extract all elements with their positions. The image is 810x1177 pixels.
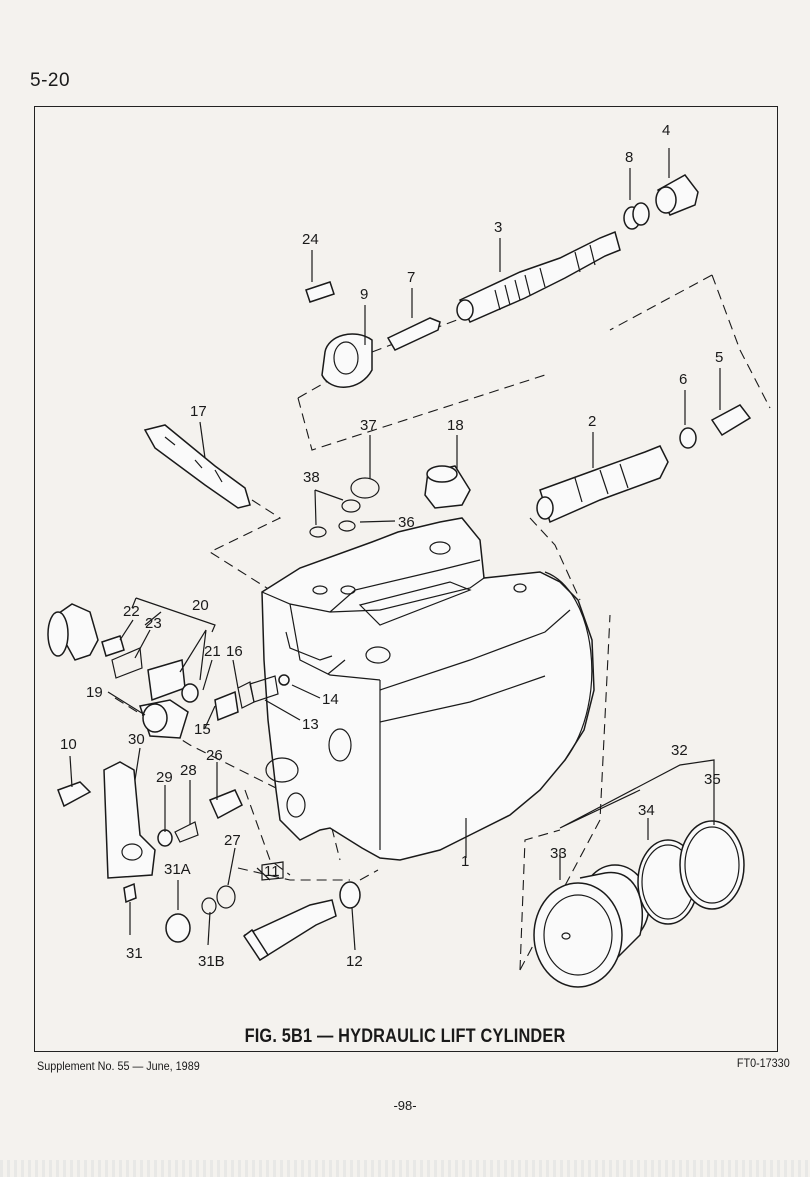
page-label: 5-20	[30, 70, 71, 91]
callout-35: 35	[704, 771, 721, 788]
drawing-id: FT0-17330	[737, 1056, 790, 1070]
small-parts	[47, 174, 752, 962]
callout-15: 15	[194, 721, 211, 738]
callout-1: 1	[461, 853, 469, 870]
callout-13: 13	[302, 716, 319, 733]
callout-14: 14	[322, 691, 339, 708]
callout-36: 36	[398, 514, 415, 531]
callout-16: 16	[226, 643, 243, 660]
callout-18: 18	[447, 417, 464, 434]
callout-5: 5	[715, 349, 723, 366]
spool-valves	[143, 230, 669, 524]
callout-labels: 4 8 3 24 7 9 5 6 17 37 18 2 38 36 20 22 …	[60, 122, 723, 970]
callout-7: 7	[407, 269, 415, 286]
footer-page-number: -98-	[393, 1098, 417, 1113]
callout-30: 30	[128, 731, 145, 748]
callout-27: 27	[224, 832, 241, 849]
callout-6: 6	[679, 371, 687, 388]
piston	[533, 864, 650, 988]
callout-31A: 31A	[164, 861, 191, 878]
callout-34: 34	[638, 802, 655, 819]
callout-37: 37	[360, 417, 377, 434]
figure-frame	[34, 106, 778, 1052]
callout-22: 22	[123, 603, 140, 620]
callout-3: 3	[494, 219, 502, 236]
leader-lines	[69, 148, 721, 951]
callout-17: 17	[190, 403, 207, 420]
callout-31: 31	[126, 945, 143, 962]
callout-31B: 31B	[198, 953, 225, 970]
seal-rings	[637, 820, 745, 925]
figure-title: FIG. 5B1 — HYDRAULIC LIFT CYLINDER	[244, 1026, 566, 1047]
valve-body	[261, 517, 595, 861]
callout-33: 33	[550, 845, 567, 862]
callout-38: 38	[303, 469, 320, 486]
callout-11: 11	[264, 863, 280, 880]
callout-2: 2	[588, 413, 596, 430]
callout-29: 29	[156, 769, 173, 786]
callout-24: 24	[302, 231, 319, 248]
callout-23: 23	[145, 615, 162, 632]
callout-4: 4	[662, 122, 670, 139]
callout-19: 19	[86, 684, 103, 701]
callout-26: 26	[206, 747, 223, 764]
scan-artifact	[0, 1160, 810, 1177]
callout-20: 20	[192, 597, 209, 614]
callout-9: 9	[360, 286, 368, 303]
callout-8: 8	[625, 149, 633, 166]
supplement-note: Supplement No. 55 — June, 1989	[37, 1059, 200, 1073]
callout-28: 28	[180, 762, 197, 779]
callout-12: 12	[346, 953, 363, 970]
callout-32: 32	[671, 742, 688, 759]
callout-10: 10	[60, 736, 77, 753]
callout-21: 21	[204, 643, 221, 660]
